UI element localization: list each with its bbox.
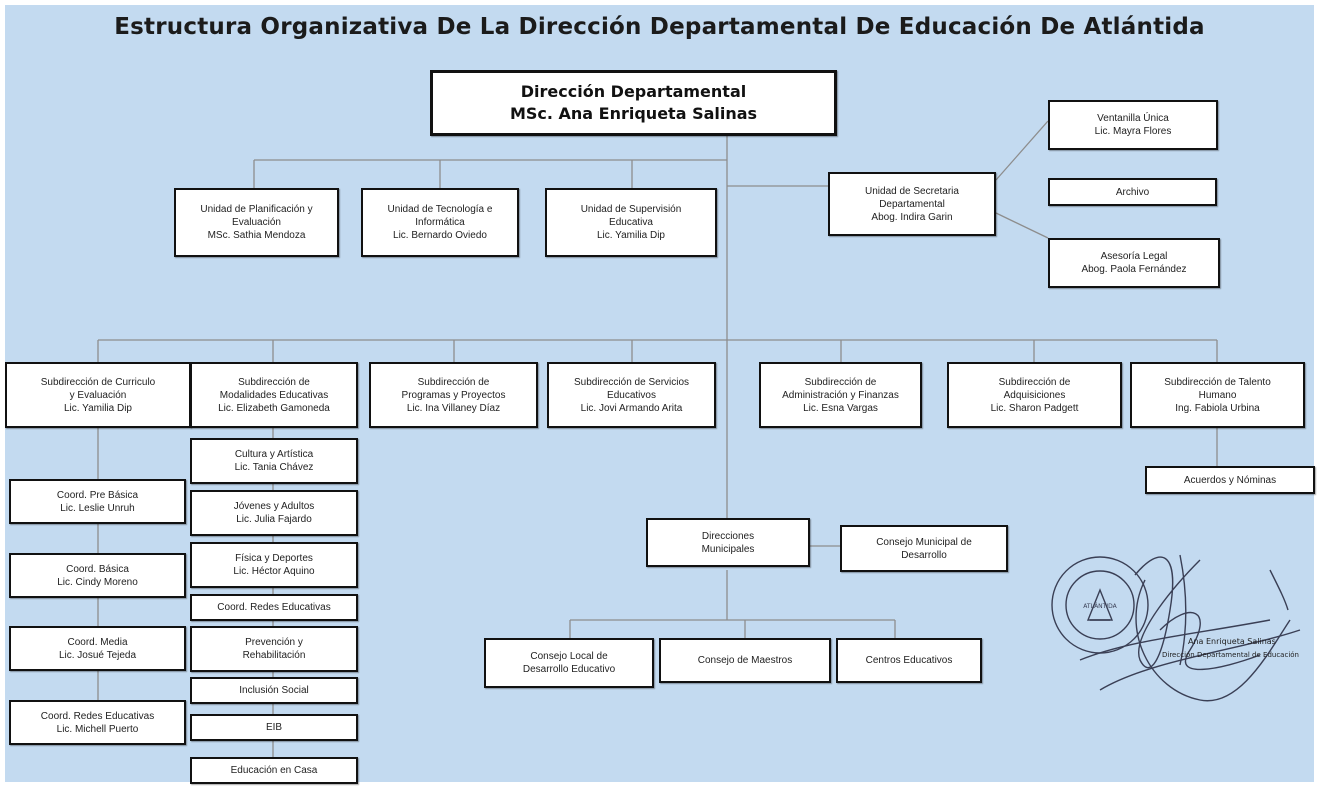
node-acuerdos-nominas: Acuerdos y Nóminas: [1145, 466, 1315, 494]
node-coord-redes-educativas-curriculo: Coord. Redes Educativas Lic. Michell Pue…: [9, 700, 186, 745]
official-seal-signature: ATLÁNTIDA Ana Enriqueta Salinas Direcció…: [1051, 554, 1301, 702]
node-archivo: Archivo: [1048, 178, 1217, 206]
node-coord-pre-basica: Coord. Pre Básica Lic. Leslie Unruh: [9, 479, 186, 524]
node-direcciones-municipales: Direcciones Municipales: [646, 518, 810, 567]
node-cultura-artistica: Cultura y Artística Lic. Tania Chávez: [190, 438, 358, 484]
node-coord-redes-educativas-modalidades: Coord. Redes Educativas: [190, 594, 358, 621]
node-subdireccion-servicios: Subdirección de Servicios Educativos Lic…: [547, 362, 716, 428]
node-jovenes-adultos: Jóvenes y Adultos Lic. Julia Fajardo: [190, 490, 358, 536]
node-subdireccion-talento: Subdirección de Talento Humano Ing. Fabi…: [1130, 362, 1305, 428]
node-direccion-departamental: Dirección Departamental MSc. Ana Enrique…: [430, 70, 837, 136]
node-centros-educativos: Centros Educativos: [836, 638, 982, 683]
node-educacion-en-casa: Educación en Casa: [190, 757, 358, 784]
node-inclusion-social: Inclusión Social: [190, 677, 358, 704]
svg-text:Dirección Departamental de Edu: Dirección Departamental de Educación: [1162, 651, 1299, 659]
node-unidad-supervision: Unidad de Supervisión Educativa Lic. Yam…: [545, 188, 717, 257]
node-subdireccion-curriculo: Subdirección de Curriculo y Evaluación L…: [5, 362, 191, 428]
node-consejo-local-desarrollo-educativo: Consejo Local de Desarrollo Educativo: [484, 638, 654, 688]
node-subdireccion-adquisiciones: Subdirección de Adquisiciones Lic. Sharo…: [947, 362, 1122, 428]
node-coord-media: Coord. Media Lic. Josué Tejeda: [9, 626, 186, 671]
node-asesoria-legal: Asesoría Legal Abog. Paola Fernández: [1048, 238, 1220, 288]
node-fisica-deportes: Física y Deportes Lic. Héctor Aquino: [190, 542, 358, 588]
node-unidad-planificacion: Unidad de Planificación y Evaluación MSc…: [174, 188, 339, 257]
node-subdireccion-programas: Subdirección de Programas y Proyectos Li…: [369, 362, 538, 428]
node-ventanilla-unica: Ventanilla Única Lic. Mayra Flores: [1048, 100, 1218, 150]
node-prevencion-rehabilitacion: Prevención y Rehabilitación: [190, 626, 358, 672]
chart-title: Estructura Organizativa De La Dirección …: [114, 14, 1205, 40]
node-consejo-municipal-desarrollo: Consejo Municipal de Desarrollo: [840, 525, 1008, 572]
node-consejo-maestros: Consejo de Maestros: [659, 638, 831, 683]
node-eib: EIB: [190, 714, 358, 741]
svg-text:Ana Enriqueta Salinas: Ana Enriqueta Salinas: [1188, 637, 1276, 646]
node-unidad-tecnologia: Unidad de Tecnología e Informática Lic. …: [361, 188, 519, 257]
node-coord-basica: Coord. Básica Lic. Cindy Moreno: [9, 553, 186, 598]
node-subdireccion-administracion: Subdirección de Administración y Finanza…: [759, 362, 922, 428]
svg-text:ATLÁNTIDA: ATLÁNTIDA: [1083, 603, 1117, 610]
node-subdireccion-modalidades: Subdirección de Modalidades Educativas L…: [190, 362, 358, 428]
node-unidad-secretaria: Unidad de Secretaria Departamental Abog.…: [828, 172, 996, 236]
